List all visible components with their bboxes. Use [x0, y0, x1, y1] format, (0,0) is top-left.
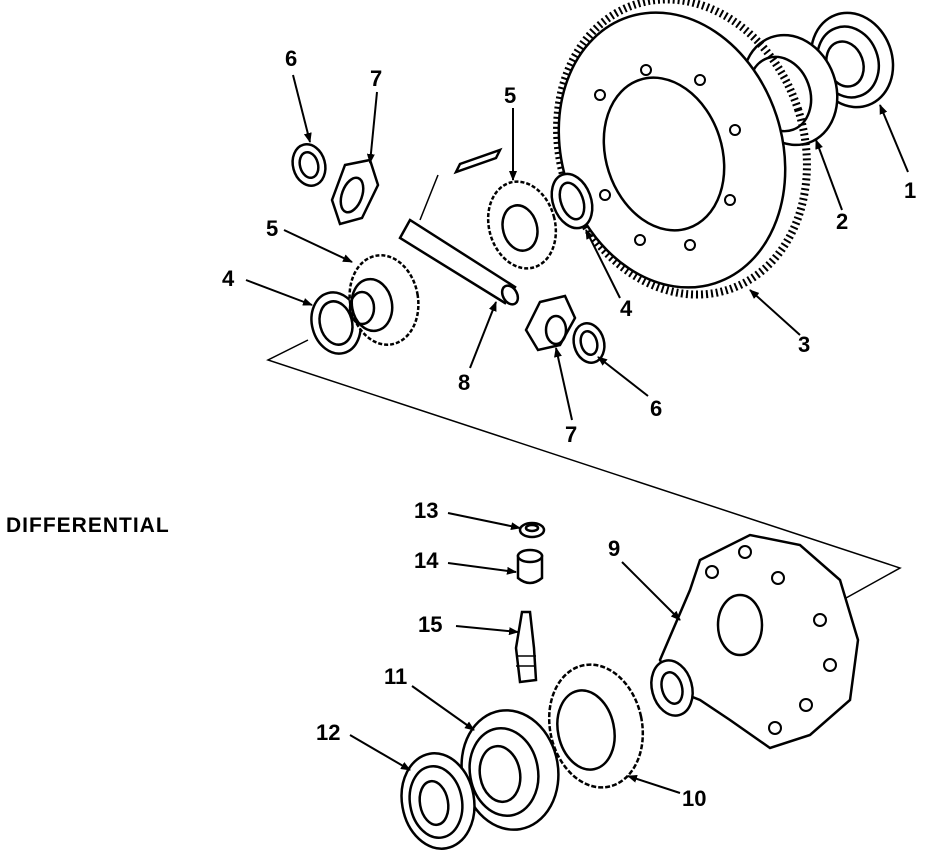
part-14-sleeve — [516, 548, 544, 585]
callout-labels: 1 2 3 4 4 5 5 6 6 7 7 8 9 10 11 12 13 14… — [222, 46, 916, 811]
assembly-bracket-lines — [266, 174, 902, 599]
callout-8: 8 — [458, 370, 470, 395]
part-5-side-gear-left — [348, 254, 420, 346]
part-6-washer-upper — [291, 143, 327, 187]
callout-6-upper: 6 — [285, 46, 297, 71]
callout-5-left: 5 — [266, 216, 278, 241]
part-9-differential-case — [650, 533, 860, 750]
leader-lines — [245, 74, 909, 794]
callout-2: 2 — [836, 209, 848, 234]
callout-3: 3 — [798, 332, 810, 357]
callout-1: 1 — [904, 178, 916, 203]
part-12-bearing — [400, 752, 476, 850]
part-7-pinion-gear-upper — [330, 158, 380, 226]
diagram-title: DIFFERENTIAL — [6, 514, 170, 537]
callout-10: 10 — [682, 786, 706, 811]
callout-12: 12 — [316, 720, 340, 745]
callout-4-right: 4 — [620, 296, 633, 321]
callout-9: 9 — [608, 536, 620, 561]
part-4-thrust-washer-left — [310, 291, 362, 355]
part-6-washer-lower — [572, 322, 606, 364]
part-13-seal — [518, 521, 546, 539]
callout-13: 13 — [414, 498, 438, 523]
lock-pin — [453, 147, 503, 175]
callout-4-left: 4 — [222, 266, 235, 291]
part-7-pinion-gear-lower — [524, 294, 577, 352]
part-5-side-gear-right — [486, 180, 558, 270]
callout-7-lower: 7 — [565, 422, 577, 447]
callout-15: 15 — [418, 612, 442, 637]
part-4-thrust-washer-right — [550, 172, 594, 230]
callout-7-upper: 7 — [370, 66, 382, 91]
part-10-speedo-drive-gear — [547, 663, 645, 789]
callout-14: 14 — [414, 548, 439, 573]
part-15-driven-gear — [514, 610, 538, 684]
part-8-pinion-shaft — [398, 218, 520, 306]
callout-5-upper: 5 — [504, 83, 516, 108]
callout-11: 11 — [384, 664, 407, 689]
callout-6-lower: 6 — [650, 396, 662, 421]
